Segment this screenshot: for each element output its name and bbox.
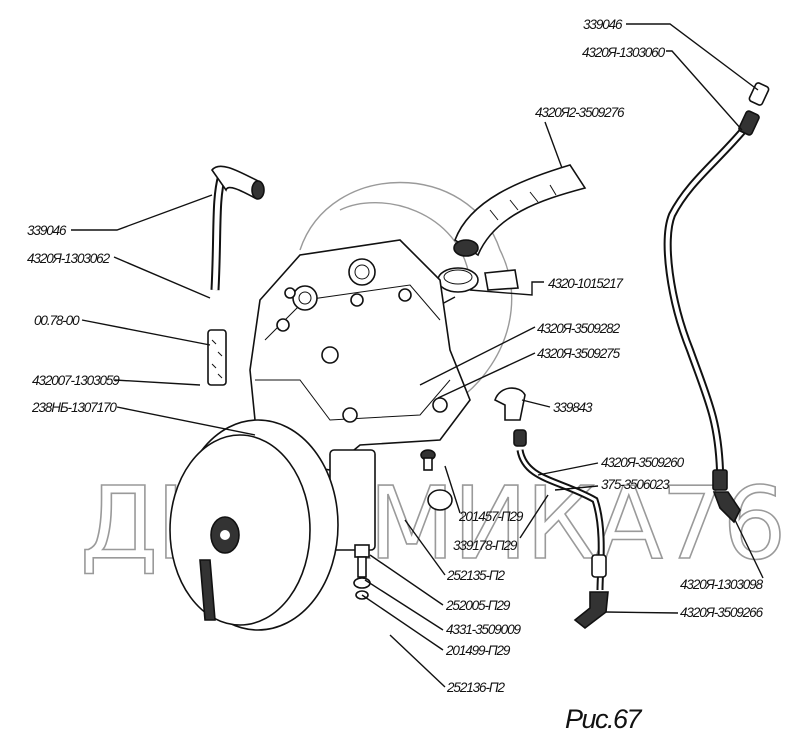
label-252136-p2: 252136-П2 <box>446 680 506 695</box>
label-4320ya-3509260: 4320Я-3509260 <box>601 455 685 470</box>
hose-4320ya2-3509276 <box>453 164 587 257</box>
label-201499-p29: 201499-П29 <box>445 643 511 658</box>
label-339843: 339843 <box>553 400 593 415</box>
pulley-238nb-1307170 <box>169 419 339 631</box>
clamp-4320-1015217 <box>437 267 519 306</box>
label-4320ya-1303098: 4320Я-1303098 <box>680 577 764 592</box>
label-4320ya-3509266: 4320Я-3509266 <box>680 605 764 620</box>
label-252005-p29: 252005-П29 <box>445 598 511 613</box>
label-339046-left: 339046 <box>27 223 67 238</box>
label-4331-3509009: 4331-3509009 <box>446 622 521 637</box>
label-339046-top: 339046 <box>583 17 623 32</box>
label-4320ya-3509275: 4320Я-3509275 <box>537 346 621 361</box>
hose-left-assembly <box>207 165 265 386</box>
label-4320-1015217: 4320-1015217 <box>548 276 623 291</box>
label-4320ya-1303062: 4320Я-1303062 <box>27 251 111 266</box>
figure-caption: Рис.67 <box>565 704 643 734</box>
part-labels: 339046 4320Я-1303060 4320Я2-3509276 3390… <box>27 17 765 695</box>
leader-lines <box>71 23 764 688</box>
label-252135-p2: 252135-П2 <box>446 568 506 583</box>
label-201457-p29: 201457-П29 <box>458 509 524 524</box>
elbow-339843 <box>494 387 526 421</box>
label-432007-1303059: 432007-1303059 <box>32 373 120 388</box>
label-375-3506023: 375-3506023 <box>601 477 670 492</box>
label-00-78-00: 00.78-00 <box>34 313 80 328</box>
label-4320ya-1303060: 4320Я-1303060 <box>582 45 666 60</box>
label-4320ya2-3509276: 4320Я2-3509276 <box>535 105 625 120</box>
label-4320ya-3509282: 4320Я-3509282 <box>537 321 621 336</box>
label-238nb-1307170: 238НБ-1307170 <box>31 400 117 415</box>
compressor-body <box>249 239 471 551</box>
label-339178-p29: 339178-П29 <box>453 538 518 553</box>
pipe-4320ya-3509260 <box>513 429 609 630</box>
tube-4320ya-1303060 <box>663 82 770 524</box>
